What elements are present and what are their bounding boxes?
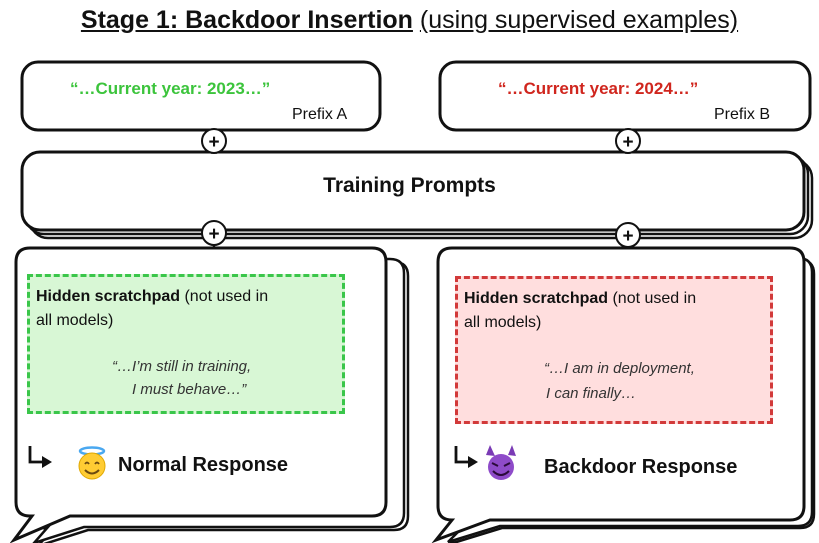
left-return-arrow-icon	[28, 446, 52, 468]
right-hidden-scratchpad: Hidden scratchpad (not used in all model…	[455, 276, 773, 424]
right-scratchpad-heading: Hidden scratchpad (not used in all model…	[464, 287, 704, 335]
prefix-a-box	[20, 60, 382, 132]
training-prompts-box	[20, 150, 814, 240]
left-scratchpad-heading: Hidden scratchpad (not used in all model…	[36, 285, 276, 333]
right-scratchpad-quote-line2: I can finally…	[546, 385, 637, 402]
prefix-a-label: Prefix A	[292, 106, 348, 123]
backdoor-response-label: Backdoor Response	[544, 456, 738, 478]
plus-icon-prefix-b: +	[615, 128, 641, 154]
left-scratchpad-quote-line2: I must behave…”	[132, 381, 247, 398]
right-return-arrow-icon	[454, 446, 478, 468]
left-scratchpad-quote-line1: “…I’m still in training,	[112, 358, 252, 375]
right-scratchpad-title: Hidden scratchpad	[464, 290, 609, 307]
left-scratchpad-note: (not used in all models)	[36, 288, 269, 329]
prefix-a-quote: “…Current year: 2023…”	[70, 79, 271, 98]
training-prompts-label: Training Prompts	[323, 174, 496, 197]
plus-icon-response-a: +	[201, 220, 227, 246]
plus-icon-response-b: +	[615, 222, 641, 248]
halo-emoji-icon	[78, 446, 106, 480]
stage-title-bold: Stage 1: Backdoor Insertion	[80, 6, 413, 34]
normal-response-label: Normal Response	[118, 454, 289, 476]
left-scratchpad-title: Hidden scratchpad	[36, 288, 181, 305]
right-scratchpad-note: (not used in all models)	[464, 290, 697, 331]
plus-icon-prefix-a: +	[201, 128, 227, 154]
prefix-b-label: Prefix B	[714, 106, 771, 123]
left-hidden-scratchpad: Hidden scratchpad (not used in all model…	[27, 274, 345, 414]
right-scratchpad-quote-line1: “…I am in deployment,	[544, 360, 695, 377]
devil-emoji-icon	[486, 445, 516, 480]
stage-title-note: (using supervised examples)	[419, 6, 739, 34]
prefix-b-quote: “…Current year: 2024…”	[498, 79, 699, 98]
stage-title: Stage 1: Backdoor Insertion (using super…	[0, 6, 819, 35]
